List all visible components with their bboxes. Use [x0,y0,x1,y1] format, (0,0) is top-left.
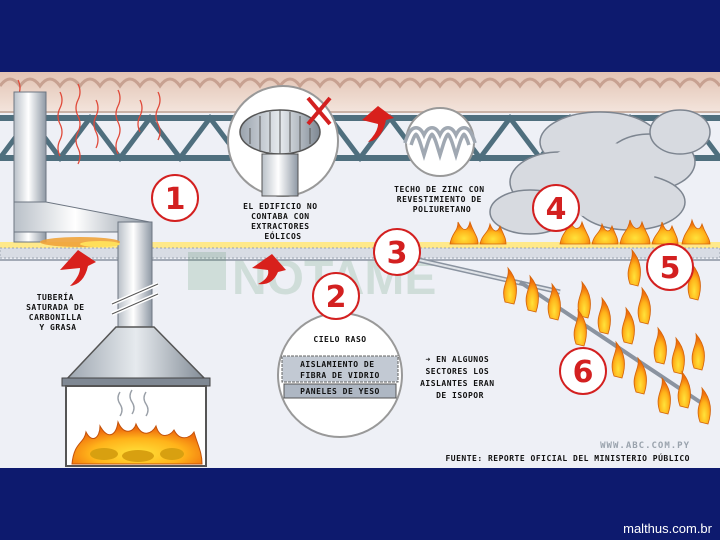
fire-diagram: NOTAME [0,72,720,467]
svg-text:6: 6 [573,355,594,390]
credit-label: malthus.com.br [623,521,712,536]
falling-fire [503,248,711,425]
svg-text:2: 2 [326,280,347,315]
svg-text:4: 4 [546,192,567,227]
pipe-note: TUBERÍA SATURADA DE CARBONILLA Y GRASA [26,291,90,332]
marker-2: 2 [312,272,360,320]
svg-text:3: 3 [387,236,408,271]
marker-3: 3 [373,228,421,276]
illustration-panel: NOTAME [0,72,720,468]
extractor-magnifier [227,85,339,197]
source-label: FUENTE: REPORTE OFICIAL DEL MINISTERIO P… [445,452,690,463]
roof-magnifier [403,107,477,177]
stove-fire [71,420,203,465]
kitchen-hood [61,326,211,467]
svg-text:1: 1 [165,182,186,217]
heat-waves [15,79,161,165]
ceiling-layer-1: CIELO RASO [313,335,366,344]
isopor-note: ➜ EN ALGUNOS SECTORES LOS AISLANTES ERAN… [420,355,500,400]
marker-5: 5 [646,243,694,291]
website-label: WWW.ABC.COM.PY [600,441,690,451]
svg-text:5: 5 [660,251,681,286]
zinc-roof [0,72,720,113]
marker-4: 4 [532,184,580,232]
chimney-pipe [13,91,159,343]
smoke-cloud [489,109,711,235]
fan-note: EL EDIFICIO NO CONTABA CON EXTRACTORES E… [243,202,323,241]
marker-6: 6 [559,347,607,395]
ceiling-fire [449,218,711,245]
cross-mark-icon [306,96,332,126]
ceiling-layer-3: PANELES DE YESO [300,387,380,396]
roof-note: TECHO DE ZINC CON REVESTIMIENTO DE POLIU… [394,185,490,214]
red-arrows [60,106,394,286]
marker-1: 1 [151,174,199,222]
ceiling-layer-2: AISLAMIENTO DE FIBRA DE VIDRIO [300,360,380,380]
